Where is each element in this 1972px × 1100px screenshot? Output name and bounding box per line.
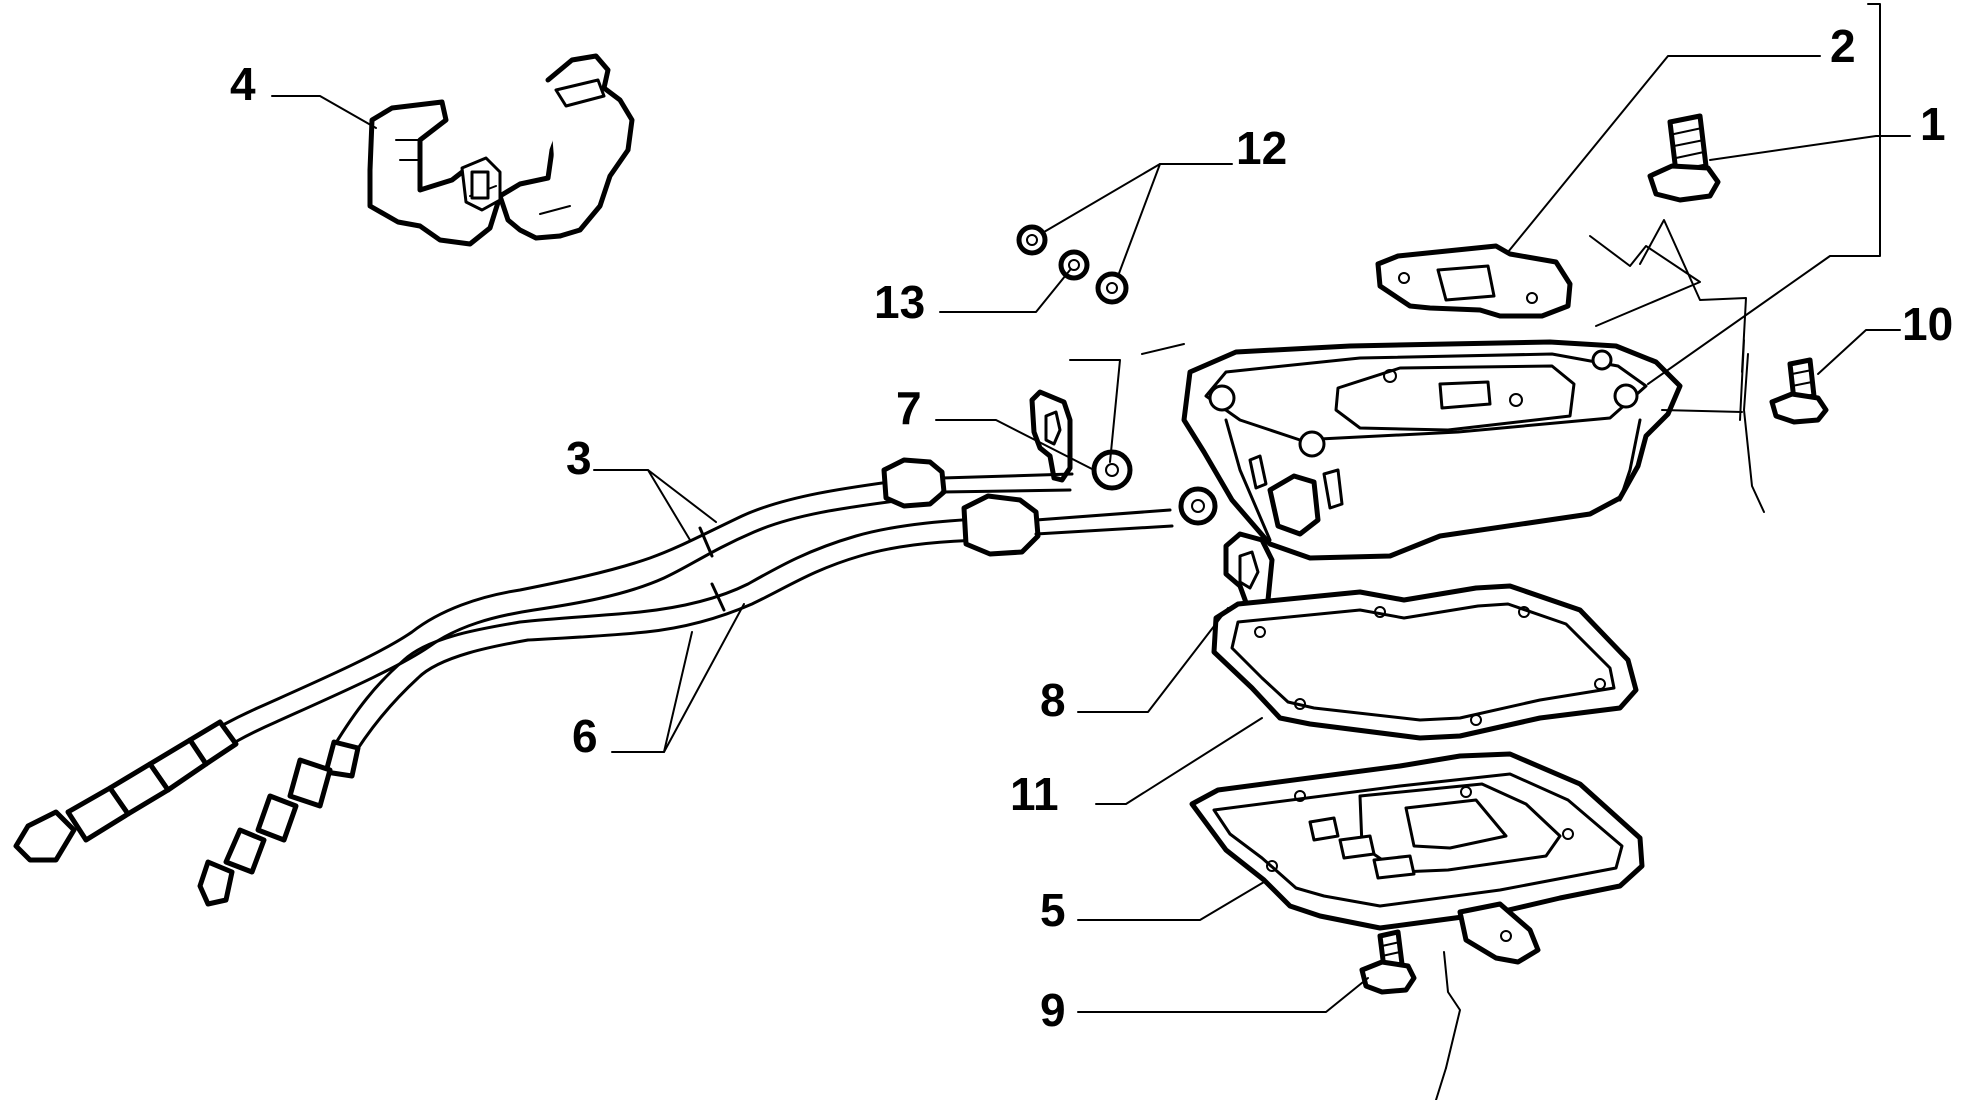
callout-4: 4 [230,58,256,110]
part-9-bolt [1359,929,1417,995]
callout-labels: 1 2 3 4 5 6 7 8 9 10 11 12 13 [230,20,1953,1036]
gearshift-housing [1181,339,1683,561]
part-7-clip [1029,389,1073,483]
part-2-cover-plate [1375,243,1573,319]
callout-10: 10 [1902,298,1953,350]
leader-lines [271,3,1911,1100]
callout-12: 12 [1236,122,1287,174]
part-12-13-washers [1016,224,1129,305]
callout-8: 8 [1040,674,1066,726]
callout-1: 1 [1920,98,1946,150]
callout-7: 7 [896,382,922,434]
callout-9: 9 [1040,984,1066,1036]
part-3-6-cables [13,449,1218,907]
callout-13: 13 [874,276,925,328]
part-4-cable-clamp [367,53,635,247]
part-11-gasket [1211,583,1639,741]
part-1-bolt [1647,113,1721,203]
part-10-bolt [1769,357,1829,425]
callout-3: 3 [566,432,592,484]
callout-6: 6 [572,710,598,762]
callout-11: 11 [1010,768,1059,820]
callout-5: 5 [1040,884,1066,936]
part-5-base-plate [1189,751,1645,965]
callout-2: 2 [1830,20,1856,72]
